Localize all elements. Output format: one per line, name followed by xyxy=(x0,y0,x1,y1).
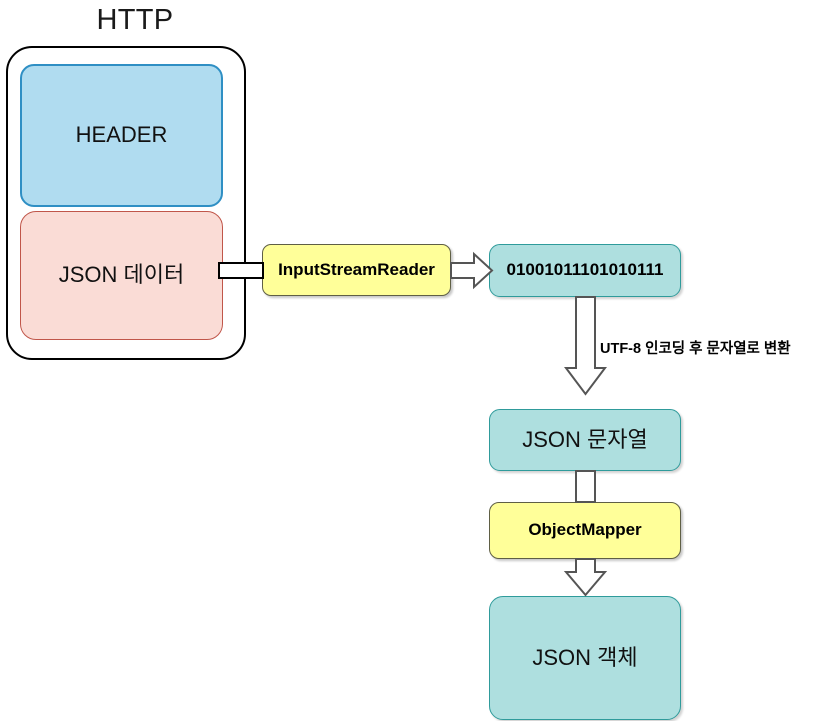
edge-label-utf8-encoding: UTF-8 인코딩 후 문자열로 변환 xyxy=(600,341,791,357)
edge-object-mapper-to-json-object xyxy=(563,558,608,597)
node-json-data[interactable]: JSON 데이터 xyxy=(20,211,223,340)
node-object-mapper[interactable]: ObjectMapper xyxy=(489,502,681,559)
http-title: HTTP xyxy=(96,4,174,36)
node-json-object[interactable]: JSON 객체 xyxy=(489,596,681,720)
node-header[interactable]: HEADER xyxy=(20,64,223,207)
node-json-string[interactable]: JSON 문자열 xyxy=(489,409,681,471)
node-header-label: HEADER xyxy=(75,122,168,148)
node-input-stream-reader[interactable]: InputStreamReader xyxy=(262,244,451,296)
edge-json-string-to-object-mapper xyxy=(575,470,596,503)
hollow-arrow-right-icon xyxy=(450,251,494,290)
edge-shaft-vertical xyxy=(575,470,596,503)
node-json-data-label: JSON 데이터 xyxy=(58,262,185,288)
hollow-arrow-down-icon xyxy=(563,558,608,597)
node-object-mapper-label: ObjectMapper xyxy=(528,520,642,540)
node-json-object-label: JSON 객체 xyxy=(532,644,638,670)
node-binary-stream-label: 01001011101010111 xyxy=(506,260,664,280)
edge-input-stream-reader-to-binary xyxy=(450,251,494,290)
node-binary-stream[interactable]: 01001011101010111 xyxy=(489,244,681,297)
node-input-stream-reader-label: InputStreamReader xyxy=(278,259,435,279)
node-json-string-label: JSON 문자열 xyxy=(522,426,648,452)
